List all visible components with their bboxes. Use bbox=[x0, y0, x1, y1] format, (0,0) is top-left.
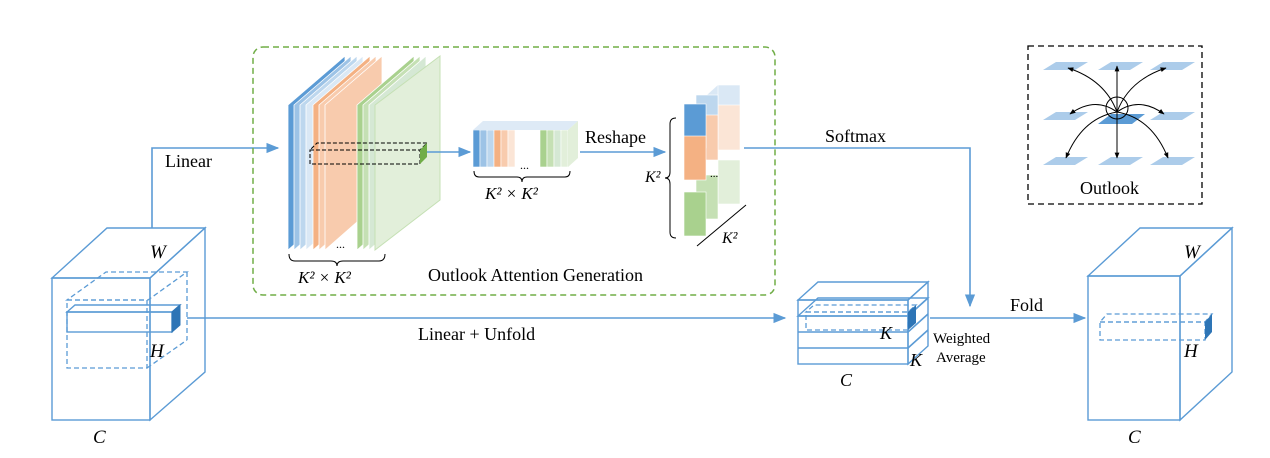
attention-generation-panel bbox=[252, 46, 776, 296]
reshaped-attention-matrix bbox=[683, 84, 741, 237]
softmax-arrow bbox=[744, 147, 976, 308]
input-h-label: H bbox=[149, 341, 165, 362]
outlook-label: Outlook bbox=[1080, 178, 1139, 198]
outlook-inset bbox=[1027, 45, 1203, 205]
attention-generation-title: Outlook Attention Generation bbox=[428, 265, 643, 285]
matrix-ellipsis: ... bbox=[710, 168, 719, 180]
weighted-label: Weighted bbox=[933, 331, 991, 347]
value-token-face bbox=[908, 305, 916, 330]
unfolded-value-cube bbox=[796, 280, 930, 366]
output-token-face bbox=[1205, 314, 1212, 340]
linear-unfold-label: Linear + Unfold bbox=[418, 324, 535, 344]
stack-dim-label: K² × K² bbox=[297, 268, 352, 287]
attention-vector bbox=[472, 121, 578, 168]
fold-label: Fold bbox=[1010, 295, 1043, 315]
output-w-label: W bbox=[1184, 242, 1202, 263]
matrix-k2-left: K² bbox=[644, 169, 662, 186]
average-label: Average bbox=[936, 350, 986, 366]
matrix-k2-bottom: K² bbox=[721, 230, 739, 247]
vector-dim-label: K² × K² bbox=[484, 184, 539, 203]
stack-ellipsis: ... bbox=[336, 237, 345, 251]
matrix-k2-rule bbox=[696, 204, 747, 247]
value-k-outer: K bbox=[909, 350, 923, 370]
input-feature-cube bbox=[50, 226, 207, 422]
softmax-label: Softmax bbox=[825, 126, 886, 146]
attention-token-face bbox=[420, 143, 427, 164]
linear-label: Linear bbox=[165, 151, 212, 171]
output-h-label: H bbox=[1183, 341, 1199, 362]
input-w-label: W bbox=[150, 242, 168, 263]
vector-brace bbox=[473, 170, 571, 183]
output-feature-cube bbox=[1086, 226, 1234, 422]
stack-brace bbox=[288, 253, 386, 267]
input-c-label: C bbox=[93, 427, 106, 448]
value-c-label: C bbox=[840, 370, 853, 390]
matrix-brace bbox=[664, 117, 677, 239]
value-k-inner: K bbox=[879, 323, 893, 343]
input-token-face bbox=[171, 303, 181, 334]
linear-arrow bbox=[151, 142, 280, 228]
output-c-label: C bbox=[1128, 427, 1141, 448]
vector-ellipsis: ... bbox=[520, 158, 529, 172]
attention-map-stack bbox=[287, 54, 441, 252]
reshape-label: Reshape bbox=[585, 127, 646, 147]
outlook-illustration bbox=[1043, 62, 1195, 165]
